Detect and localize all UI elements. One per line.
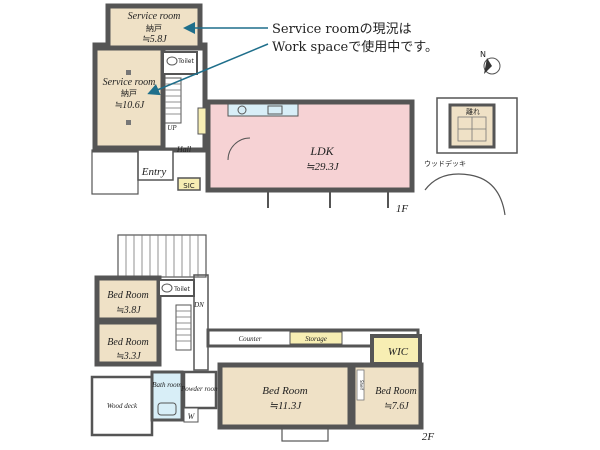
wic-label: WIC bbox=[388, 346, 409, 358]
annex-outline bbox=[436, 97, 518, 154]
storage-label: Storage bbox=[305, 335, 327, 343]
floor-1: Service room 納戸 ≒5.8J Service room 納戸 ≒1… bbox=[91, 3, 518, 216]
bed-room-3-name: Bed Room bbox=[262, 385, 308, 397]
compass: N bbox=[480, 50, 501, 75]
up-label: UP bbox=[167, 124, 177, 132]
bed-room-4-area: ≒7.6J bbox=[383, 401, 409, 412]
corridor-2f bbox=[193, 274, 209, 371]
kitchen-counter bbox=[227, 103, 299, 117]
wood-deck-1f-label: ウッドデッキ bbox=[424, 159, 466, 168]
compass-label: N bbox=[480, 50, 486, 59]
service-room-main-name: Service room bbox=[103, 77, 156, 88]
service-room-main-sub: 納戸 bbox=[121, 88, 137, 98]
wood-deck-outline bbox=[424, 173, 506, 216]
service-room-main-area: ≒10.6J bbox=[114, 100, 145, 111]
sink-icon bbox=[237, 105, 247, 115]
entry-label: Entry bbox=[141, 166, 167, 178]
service-room-top-name: Service room bbox=[128, 11, 181, 22]
bed-room-3-area: ≒11.3J bbox=[269, 400, 303, 412]
bathtub-icon bbox=[157, 402, 177, 416]
bed-room-1-name: Bed Room bbox=[107, 290, 148, 301]
entry bbox=[137, 149, 174, 181]
storage bbox=[289, 331, 343, 345]
ldk-storage bbox=[197, 107, 207, 135]
wood-deck-2f-label: Wood deck bbox=[107, 402, 138, 410]
powder-room-label: Powder room bbox=[180, 385, 219, 393]
powder-room bbox=[182, 370, 218, 410]
floor-2-label: 2F bbox=[422, 431, 435, 443]
bed-room-4-name: Bed Room bbox=[375, 386, 416, 397]
bath-room-label: Bath room bbox=[152, 381, 182, 389]
entry-porch bbox=[91, 149, 139, 195]
annex-label: 離れ bbox=[466, 107, 480, 116]
stove-icon bbox=[267, 105, 283, 115]
compass-ring bbox=[483, 57, 501, 75]
hall-label: Hall bbox=[176, 145, 192, 154]
dn-label: DN bbox=[193, 301, 204, 309]
bed-room-2 bbox=[94, 319, 162, 367]
washer-label: W bbox=[188, 412, 196, 421]
stairs-1f bbox=[164, 77, 182, 124]
annotation: Service roomの現況は Work spaceで使用中です。 bbox=[147, 22, 438, 96]
pillar-marker bbox=[126, 120, 131, 125]
sic-label: SIC bbox=[183, 182, 195, 190]
shelf-label: Shelf bbox=[359, 380, 364, 391]
toilet-1f-label: Toilet bbox=[177, 58, 194, 65]
balcony bbox=[117, 234, 207, 278]
annotation-line2: Work spaceで使用中です。 bbox=[272, 39, 438, 55]
service-room-top-sub: 納戸 bbox=[146, 23, 162, 33]
toilet-2f-label: Toilet bbox=[173, 286, 190, 293]
annotation-arrow-main bbox=[147, 43, 269, 96]
toilet-icon bbox=[166, 56, 178, 66]
sic bbox=[177, 177, 201, 191]
pillar-marker bbox=[126, 70, 131, 75]
ldk-name: LDK bbox=[309, 144, 334, 158]
service-room-main bbox=[92, 45, 166, 151]
wood-deck-2f bbox=[90, 375, 154, 437]
bed-room-3 bbox=[217, 362, 353, 430]
bed-room-1 bbox=[94, 275, 162, 323]
counter-label: Counter bbox=[239, 335, 262, 343]
shelf bbox=[356, 369, 365, 401]
ldk bbox=[205, 99, 415, 193]
service-room-top-area: ≒5.8J bbox=[141, 34, 167, 45]
floor-1-label: 1F bbox=[396, 203, 409, 215]
annotation-line1: Service roomの現況は bbox=[272, 22, 412, 37]
stairs-2f bbox=[175, 304, 192, 351]
bay-window bbox=[281, 426, 329, 442]
spiral-stair bbox=[227, 137, 251, 161]
ldk-area: ≒29.3J bbox=[305, 161, 339, 173]
floor-2: Bed Room ≒3.8J Toilet Bed Room ≒3.3J DN … bbox=[90, 234, 435, 443]
bed-room-1-area: ≒3.8J bbox=[115, 305, 141, 316]
bath-room bbox=[150, 370, 184, 422]
bed-room-2-area: ≒3.3J bbox=[115, 351, 141, 362]
bed-room-2-name: Bed Room bbox=[107, 337, 148, 348]
toilet-icon bbox=[161, 283, 173, 293]
washer-space bbox=[183, 407, 199, 423]
compass-north-arrow bbox=[484, 58, 492, 74]
